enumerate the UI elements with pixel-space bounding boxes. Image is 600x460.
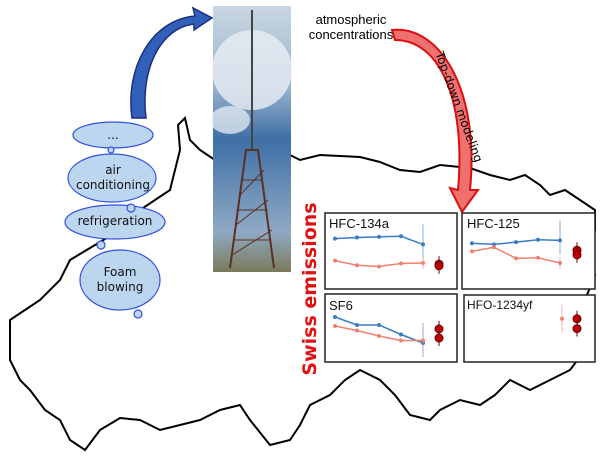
panel-title-hfc125: HFC-125: [467, 216, 520, 231]
top-down-point: [434, 261, 444, 271]
data-point: [333, 324, 337, 328]
data-point: [333, 258, 337, 263]
data-point: [355, 328, 359, 333]
data-point: [536, 255, 540, 260]
data-point: [470, 241, 474, 246]
atmospheric-concentrations-label: atmospheric concentrations: [308, 12, 394, 42]
top-down-point: [434, 333, 444, 343]
data-point: [399, 261, 403, 266]
emission-panels: [324, 212, 596, 363]
data-point: [399, 332, 403, 337]
data-point: [536, 237, 540, 242]
top-down-point: [572, 324, 582, 334]
data-point: [377, 264, 381, 269]
red-arrow: [390, 28, 480, 214]
data-point: [377, 323, 381, 327]
data-point: [355, 263, 359, 268]
data-point: [492, 242, 496, 247]
data-point: [514, 256, 518, 261]
top-down-point: [572, 250, 582, 260]
cloud-refrigeration: refrigeration: [77, 214, 153, 228]
clouds: [64, 121, 166, 319]
data-point: [399, 338, 403, 343]
blue-arrow: [130, 6, 214, 119]
data-point: [377, 334, 381, 338]
data-point: [470, 249, 474, 254]
cloud-other: ...: [107, 128, 119, 142]
data-point: [333, 315, 337, 319]
data-point: [355, 235, 359, 240]
tower-photo: [210, 6, 292, 272]
cloud-air-conditioning: air conditioning: [75, 163, 151, 192]
data-point: [399, 234, 403, 239]
panel-title-sf6: SF6: [329, 298, 353, 313]
data-point: [333, 236, 337, 241]
panel-frame: [324, 212, 458, 290]
data-point: [492, 245, 496, 250]
panel-title-hfo1234yf: HFO-1234yf: [467, 298, 533, 312]
data-point: [514, 240, 518, 245]
data-point: [377, 234, 381, 239]
panel-title-hfc134a: HFC-134a: [329, 216, 389, 231]
cloud-foam-blowing: Foam blowing: [96, 265, 144, 294]
data-point: [355, 323, 359, 327]
swiss-emissions-label: Swiss emissions: [299, 202, 321, 376]
